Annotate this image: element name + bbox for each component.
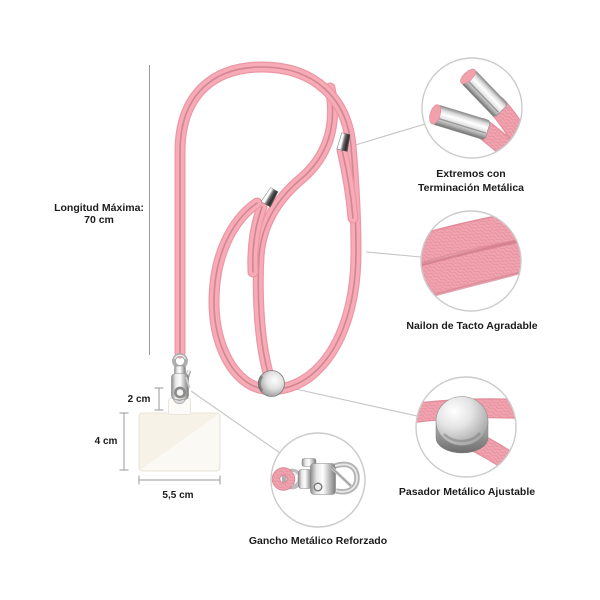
max-length-text: Longitud Máxima: [54, 202, 144, 214]
metal-tip-zoom-icon [460, 68, 508, 117]
metal-tip-icon [336, 132, 351, 152]
detail-circle-slider [415, 376, 517, 478]
tab-height-label: 2 cm [127, 394, 151, 405]
card-width-label: 5,5 cm [162, 490, 194, 501]
callout-metal-tips-label: Extremos con Terminación Metálica [417, 168, 525, 194]
metal-lobster-clasp [171, 353, 191, 400]
detail-circle-hook [270, 432, 366, 528]
card-height-label: 4 cm [94, 436, 118, 447]
detail-circle-nylon-cord [420, 210, 522, 312]
pink-lanyard-cord [180, 67, 356, 390]
callout-slider-label: Pasador Metálico Ajustable [398, 486, 536, 498]
card-height-measure-line [119, 412, 129, 471]
max-length-label: Longitud Máxima: 70 cm [54, 202, 144, 226]
detail-circle-metal-tips [421, 57, 523, 159]
metal-tip-zoom-icon [429, 104, 491, 140]
callout-hook-label: Gancho Metálico Reforzado [248, 535, 388, 547]
leader-lines [190, 123, 426, 454]
slider-button-zoom-icon [435, 396, 489, 454]
metal-tip-icon [260, 187, 279, 208]
card-width-measure-line [138, 475, 221, 485]
tab-height-measure-line [154, 387, 164, 411]
metal-slider-bead [257, 370, 285, 397]
max-length-value: 70 cm [84, 214, 114, 226]
callout-nylon-label: Nailon de Tacto Agradable [406, 320, 538, 332]
